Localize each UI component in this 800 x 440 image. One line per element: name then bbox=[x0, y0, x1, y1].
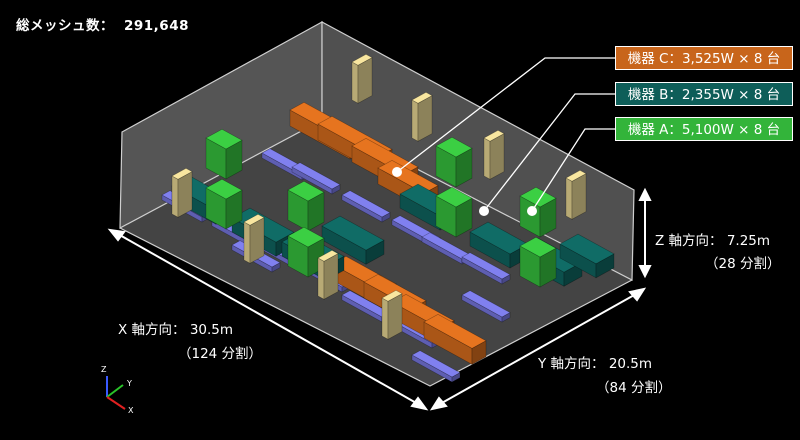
callout-dot-a bbox=[527, 206, 537, 216]
cabinet-panel bbox=[483, 129, 505, 180]
vent-panel bbox=[461, 252, 511, 285]
equipment-a-unit bbox=[519, 236, 557, 288]
mesh-count-title: 総メッシュ数： 291,648 bbox=[16, 14, 199, 34]
legend-equipment-c: 機器 C：3,525W × 8 台 bbox=[615, 46, 793, 70]
cabinet-panel bbox=[171, 167, 193, 218]
x-dimension-label: X 軸方向： 30.5m bbox=[118, 322, 234, 338]
callout-dot-c bbox=[392, 167, 402, 177]
mesh-count-label: 総メッシュ数： bbox=[16, 18, 114, 34]
z-arrowhead-bottom bbox=[638, 265, 652, 279]
callout-line-a bbox=[531, 128, 615, 212]
vent-panel bbox=[291, 162, 341, 195]
z-dimension-divisions: （28 分割） bbox=[705, 256, 781, 272]
z-dimension-label: Z 軸方向： 7.25m bbox=[655, 233, 771, 249]
callout-dot-b bbox=[479, 206, 489, 216]
callout-line-c bbox=[396, 57, 615, 173]
equipment-a-unit bbox=[205, 178, 243, 230]
legend-equipment-c-label: 機器 C：3,525W × 8 台 bbox=[627, 51, 781, 67]
z-arrowhead-top bbox=[638, 187, 652, 201]
cabinet-panel bbox=[317, 249, 339, 300]
cabinet-panel bbox=[243, 213, 265, 264]
cabinet-panel bbox=[351, 53, 373, 104]
equipment-c-unit bbox=[423, 313, 487, 365]
vent-panel bbox=[461, 290, 511, 323]
cabinet-panel bbox=[565, 169, 587, 220]
x-arrowhead-start bbox=[107, 228, 126, 242]
y-axis-line bbox=[106, 384, 124, 398]
z-axis-label: Z bbox=[101, 365, 107, 374]
equipment-a-unit bbox=[287, 180, 325, 232]
axis-triad: Z Y X bbox=[101, 365, 134, 415]
legend-equipment-a: 機器 A：5,100W × 8 台 bbox=[615, 117, 793, 141]
callout-line-b bbox=[483, 93, 615, 212]
x-axis-label: X bbox=[128, 406, 134, 415]
y-axis-label: Y bbox=[126, 379, 132, 388]
legend-equipment-b: 機器 B：2,355W × 8 台 bbox=[615, 82, 793, 106]
equipment-a-unit bbox=[205, 128, 243, 180]
mesh-count-value: 291,648 bbox=[124, 18, 189, 34]
equipment-b-unit bbox=[559, 233, 615, 279]
vent-panel bbox=[341, 190, 391, 223]
y-arrowhead-end bbox=[628, 287, 647, 302]
legend-equipment-a-label: 機器 A：5,100W × 8 台 bbox=[627, 122, 781, 138]
equipment-a-unit bbox=[435, 186, 473, 238]
y-dimension-arrow bbox=[439, 293, 637, 405]
cabinet-panel bbox=[411, 91, 433, 142]
equipment-b-unit bbox=[321, 215, 385, 265]
room-front-edges bbox=[119, 227, 633, 387]
dimension-arrows bbox=[107, 187, 652, 411]
x-dimension-divisions: （124 分割） bbox=[178, 346, 263, 362]
callout-lines bbox=[392, 57, 615, 216]
equipment-a-unit bbox=[435, 136, 473, 188]
x-arrowhead-end bbox=[410, 396, 429, 411]
x-axis-line bbox=[106, 396, 126, 410]
equipment-layer bbox=[161, 53, 615, 383]
cabinet-panel bbox=[381, 289, 403, 340]
y-dimension-label: Y 軸方向： 20.5m bbox=[538, 356, 653, 372]
x-dimension-arrow bbox=[117, 233, 419, 405]
y-dimension-divisions: （84 分割） bbox=[596, 380, 672, 396]
y-arrowhead-start bbox=[429, 396, 448, 411]
legend-equipment-b-label: 機器 B：2,355W × 8 台 bbox=[627, 87, 781, 103]
vent-panel bbox=[411, 350, 461, 383]
